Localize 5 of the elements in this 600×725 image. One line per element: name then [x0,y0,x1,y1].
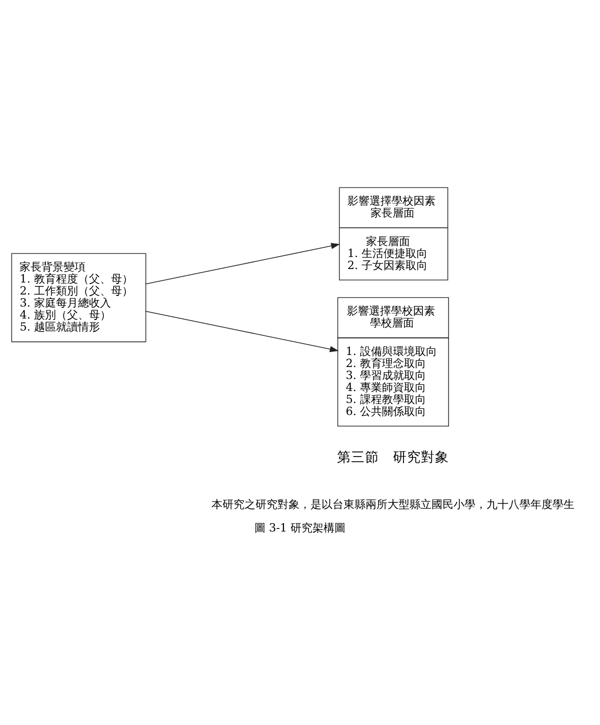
label: 本研究之研究對象，是以台東縣兩所大型縣立國民小學，九十八學年度學生 [212,498,575,511]
caption: 圖 3-1 研究架構圖 [254,522,346,535]
arrow [145,242,340,284]
label: 第三節 研究對象 [337,450,450,466]
arrow [145,310,339,352]
